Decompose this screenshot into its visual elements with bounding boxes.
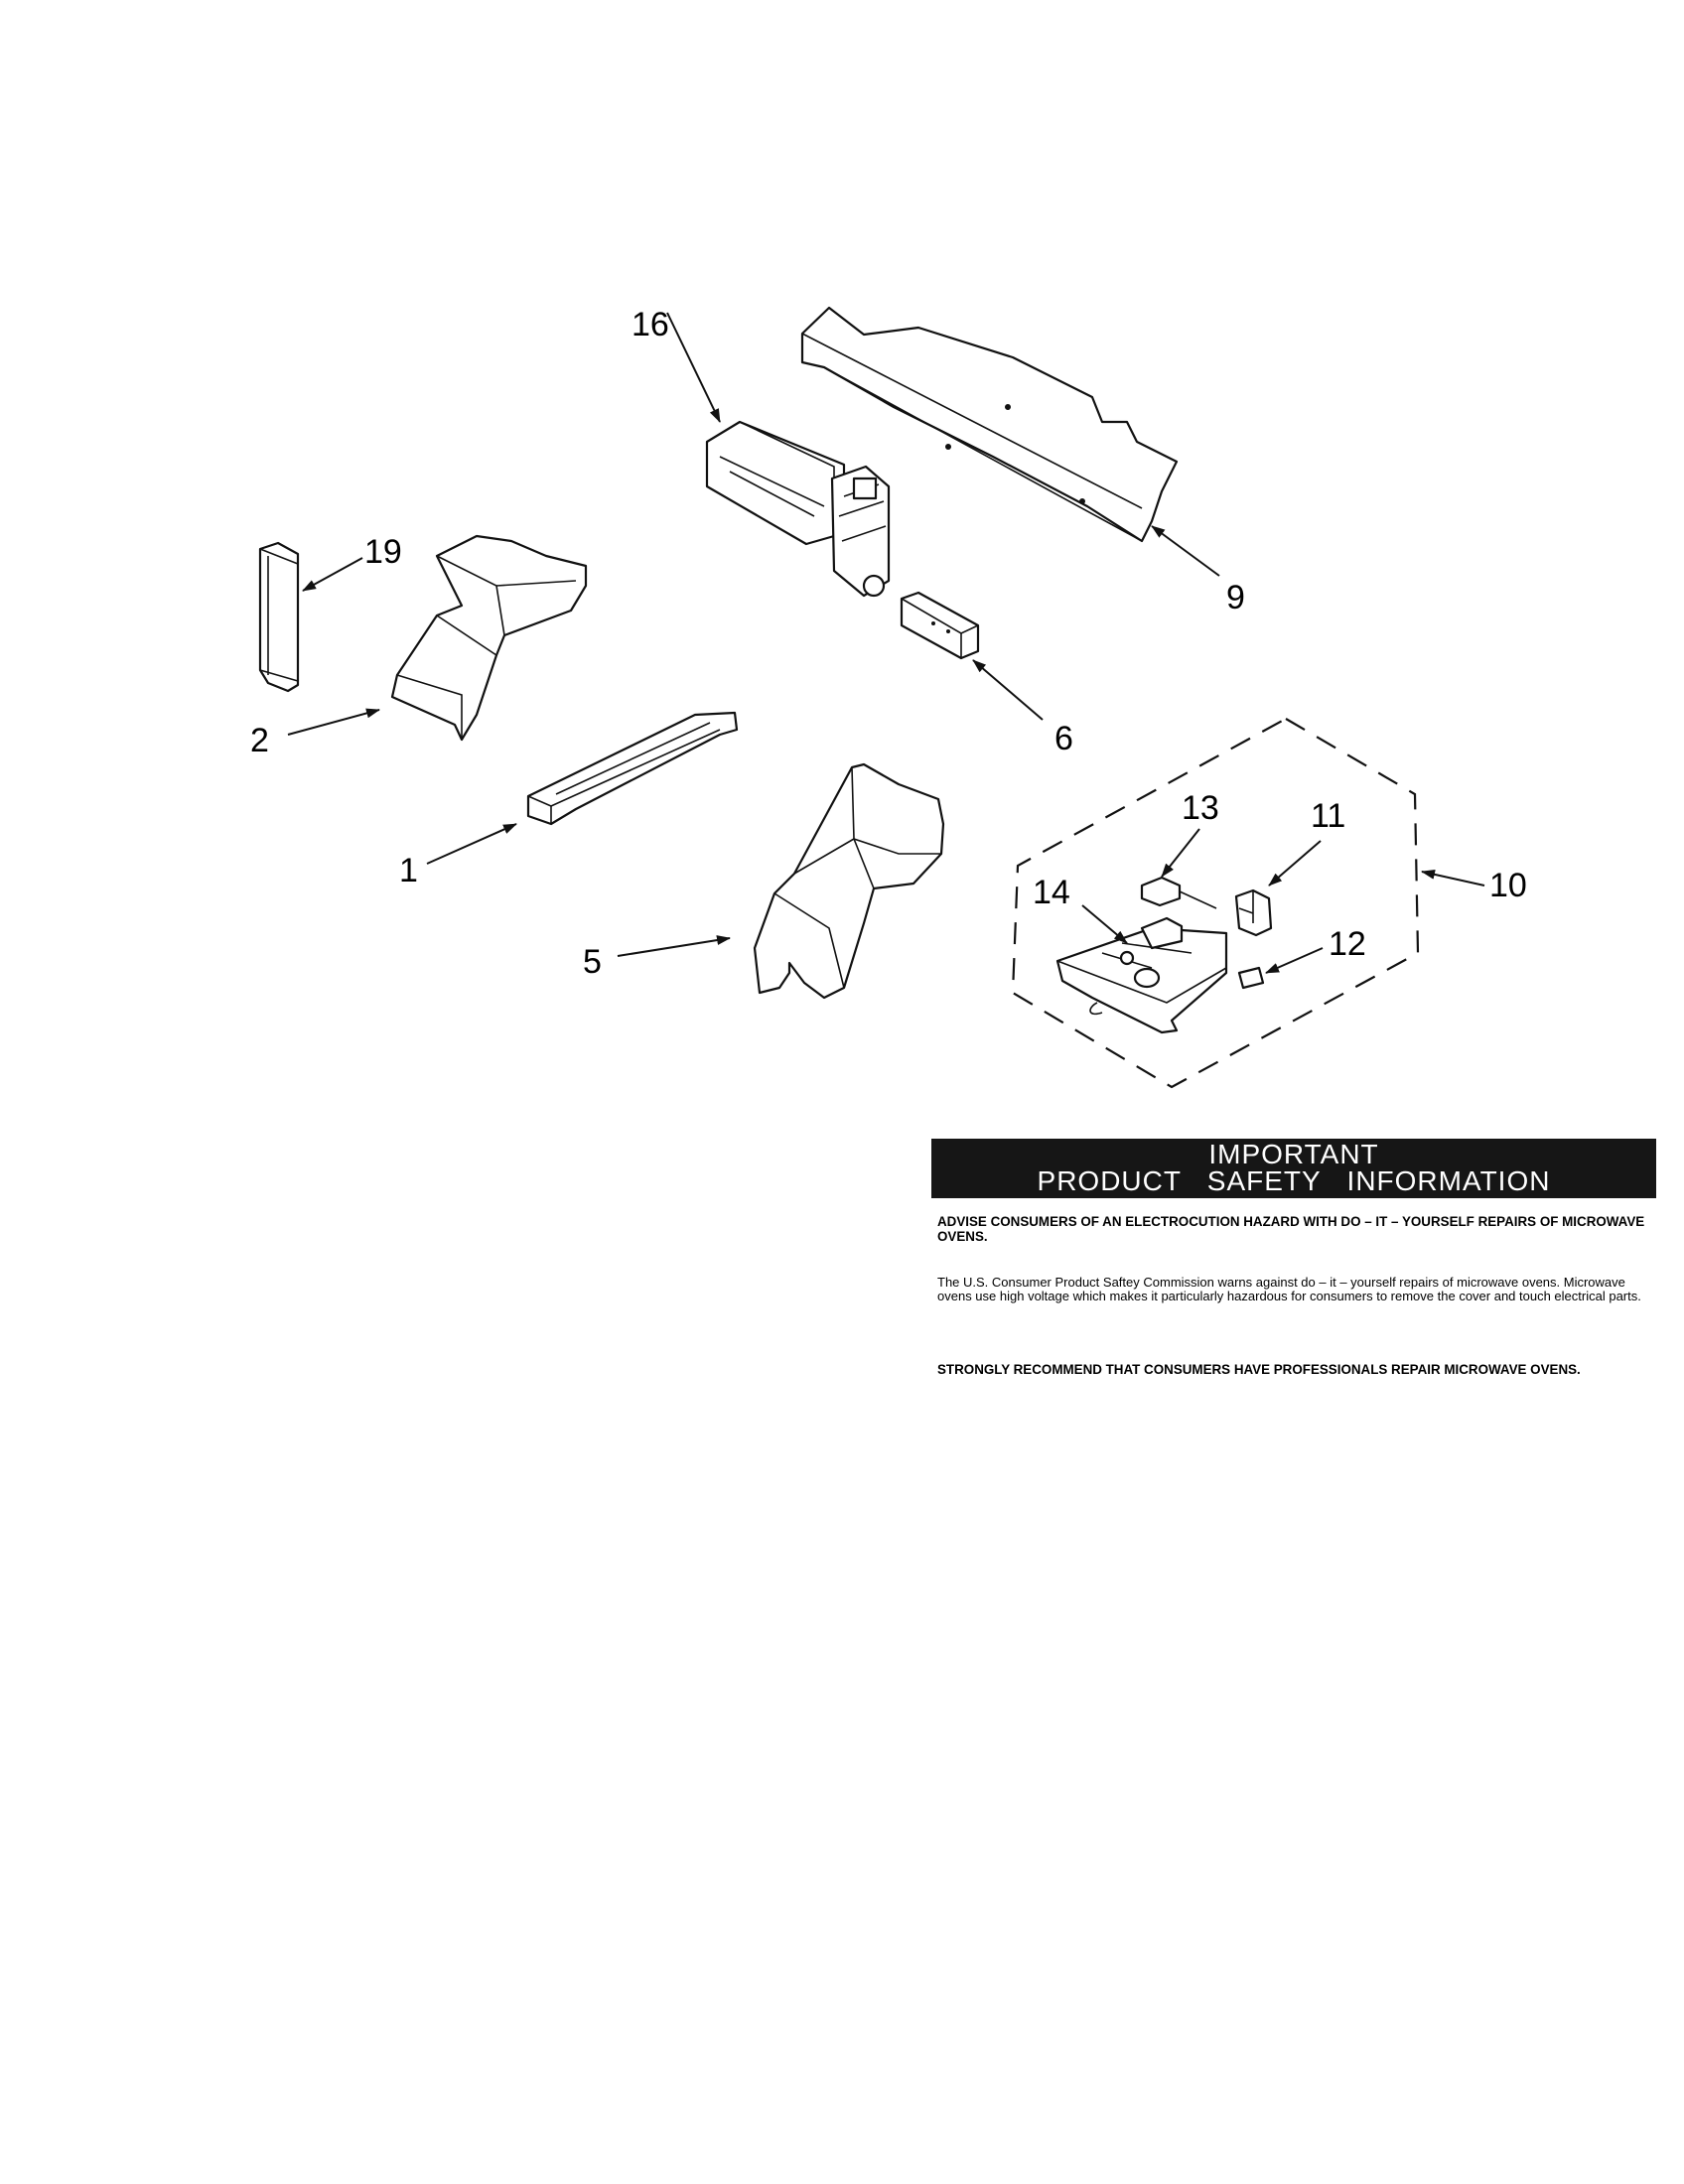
part-12-component [1237, 966, 1265, 990]
part-11-switch [1234, 888, 1273, 937]
safety-body: The U.S. Consumer Product Saftey Commiss… [937, 1275, 1641, 1303]
callout-10: 10 [1489, 867, 1527, 904]
callout-16: 16 [632, 306, 669, 343]
part-10-assembly [1055, 916, 1228, 1034]
part-10-boundary [1011, 717, 1420, 1089]
product-safety-notice: IMPORTANT PRODUCT SAFETY INFORMATION ADV… [931, 1139, 1656, 1377]
part-9-shield [800, 306, 1179, 543]
safety-title-line1: IMPORTANT [1208, 1139, 1379, 1169]
part-14-component [1119, 950, 1135, 966]
safety-title-line2: PRODUCT SAFETY INFORMATION [1037, 1165, 1551, 1196]
safety-warning: ADVISE CONSUMERS OF AN ELECTROCUTION HAZ… [937, 1214, 1645, 1244]
callout-1: 1 [399, 852, 418, 889]
part-5-shield [753, 762, 945, 1000]
leader-arrows [287, 312, 1485, 974]
safety-recommendation: STRONGLY RECOMMEND THAT CONSUMERS HAVE P… [937, 1362, 1581, 1377]
callout-19: 19 [364, 533, 402, 571]
callout-9: 9 [1226, 579, 1245, 616]
callout-12: 12 [1329, 925, 1366, 963]
callout-6: 6 [1054, 720, 1073, 757]
callout-2: 2 [250, 722, 269, 759]
callout-11: 11 [1311, 797, 1345, 835]
safety-header: IMPORTANT PRODUCT SAFETY INFORMATION [931, 1139, 1656, 1198]
callout-5: 5 [583, 943, 602, 981]
part-13-component [1140, 876, 1217, 909]
part-6-block [900, 591, 980, 660]
callout-13: 13 [1182, 789, 1219, 827]
callout-14: 14 [1033, 874, 1070, 911]
part-2-duct [390, 534, 588, 742]
part-1-rail [526, 711, 739, 826]
callout-labels: 16 9 19 2 6 1 5 13 11 10 14 12 [250, 306, 1527, 981]
part-19-bracket [258, 541, 300, 693]
part-16-bracket-assembly [705, 420, 891, 598]
